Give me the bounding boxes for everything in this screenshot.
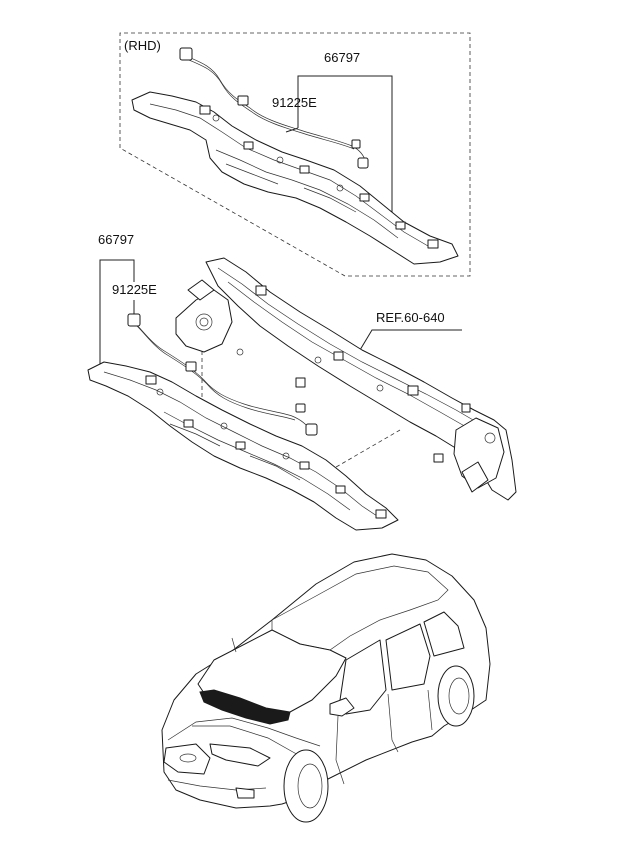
- rhd-wiring-harness: [179, 47, 369, 169]
- vehicle-grille: [163, 743, 211, 775]
- rhd-part-number-wire: 91225E: [272, 95, 317, 110]
- vehicle-side-mirror: [329, 697, 355, 717]
- rhd-label: (RHD): [124, 38, 161, 53]
- main-wiring-harness: [127, 313, 318, 436]
- vehicle-headlight: [209, 743, 271, 767]
- cowl-highlight: [199, 689, 291, 725]
- vehicle-rear-door-window: [385, 623, 431, 691]
- main-part-number-wire: 91225E: [112, 282, 157, 297]
- main-leader-main: [99, 259, 135, 366]
- main-part-number-main: 66797: [98, 232, 134, 247]
- reference-label: REF.60-640: [376, 310, 445, 325]
- rhd-inset-border: [119, 32, 471, 277]
- vehicle-quarter-window: [423, 611, 465, 657]
- vehicle-fog-lamp: [235, 787, 255, 799]
- vehicle-illustration: [161, 553, 491, 823]
- rhd-inset: (RHD) 66797 91225E: [119, 32, 471, 277]
- vehicle-front-wheel: [283, 749, 329, 823]
- main-assembly: 66797 91225E REF.60-640: [87, 232, 517, 531]
- rhd-part-number-main: 66797: [324, 50, 360, 65]
- rhd-leader-main: [297, 75, 393, 212]
- dash-lower-panel: [87, 361, 399, 531]
- vehicle-rear-wheel: [437, 665, 475, 727]
- cowl-cross-member: [175, 257, 517, 501]
- rhd-cowl-panel: [131, 91, 459, 265]
